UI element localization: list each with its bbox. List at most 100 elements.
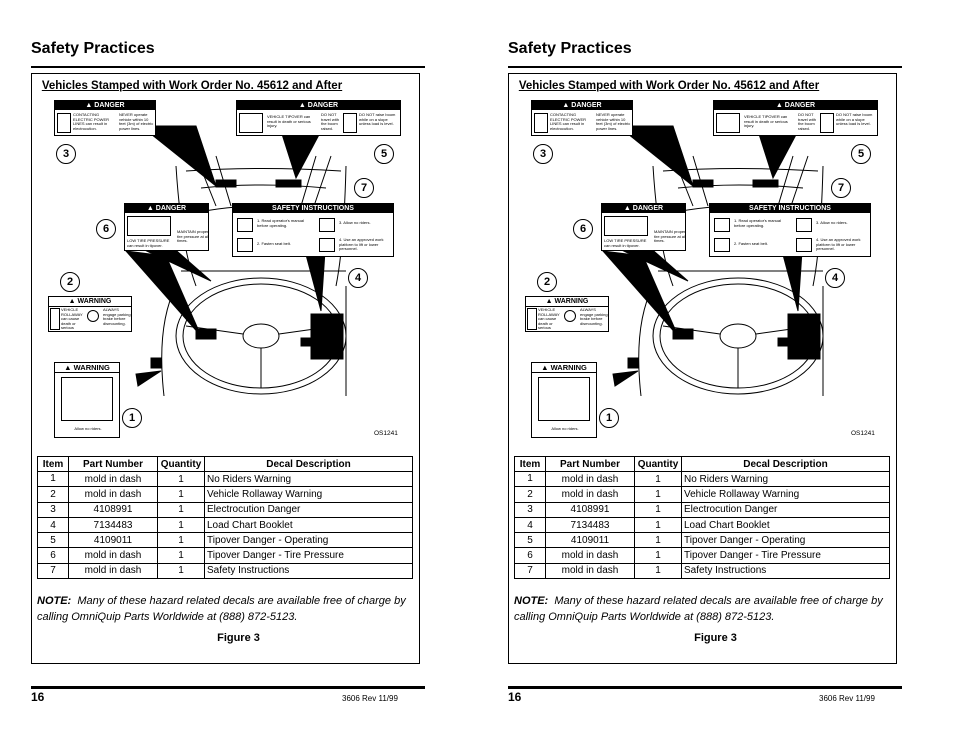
cell-qty: 1 [634, 470, 682, 488]
parking-brake-icon [564, 310, 576, 322]
figure-label: Figure 3 [694, 632, 737, 644]
callout-7: 7 [354, 178, 374, 198]
table-header-row: Item Part Number Quantity Decal Descript… [514, 456, 890, 472]
safety-instruction-4: 4. Use an approved work platform to lift… [816, 237, 861, 252]
rollaway-warning-decal: ▲ WARNING VEHICLE ROLLAWAY can cause dea… [48, 296, 132, 332]
danger-label: DANGER [784, 102, 816, 109]
cell-qty: 1 [634, 486, 682, 503]
electrocution-icon [57, 113, 71, 133]
tipover-operating-decal: ▲ DANGER VEHICLE TIPOVER can result in d… [713, 100, 878, 136]
work-platform-icon [796, 238, 812, 252]
footer-rule [508, 686, 902, 689]
tire-maintain: MAINTAIN proper tire pressure at all tim… [177, 229, 209, 244]
electrocution-text: CONTACTING ELECTRIC POWER LINES can resu… [73, 112, 110, 131]
cell-qty: 1 [634, 547, 682, 564]
note-text: Many of these hazard related decals are … [514, 595, 883, 623]
callout-6: 6 [96, 219, 116, 239]
cell-part: mold in dash [545, 562, 635, 580]
cell-part: 7134483 [545, 516, 635, 534]
revision-text: 3606 Rev 11/99 [342, 694, 398, 703]
cell-desc: Vehicle Rollaway Warning [681, 486, 890, 503]
left-page: Safety Practices Vehicles Stamped with W… [31, 40, 425, 704]
cell-desc: Vehicle Rollaway Warning [204, 486, 413, 503]
safety-instructions-decal: SAFETY INSTRUCTIONS 1. Read operator's m… [232, 203, 394, 257]
cell-item: 1 [37, 470, 69, 488]
decal-danger-header: ▲ DANGER [532, 101, 632, 110]
decal-safety-header: SAFETY INSTRUCTIONS [233, 204, 393, 213]
col-item: Item [37, 456, 69, 472]
cell-item: 2 [514, 486, 546, 503]
tipover-donot-raise: DO NOT raise boom while on a slope unles… [359, 112, 396, 127]
rollaway-icon [527, 308, 537, 330]
figure-frame [31, 73, 420, 664]
cell-desc: Electrocution Danger [204, 501, 413, 518]
cell-desc: Tipover Danger - Tire Pressure [204, 547, 413, 564]
warning-label: WARNING [73, 363, 110, 372]
electrocution-danger-decal: ▲ DANGER CONTACTING ELECTRIC POWER LINES… [54, 100, 156, 136]
cell-qty: 1 [157, 470, 205, 488]
page-number: 16 [31, 690, 45, 704]
tipover-icon [239, 113, 263, 133]
cell-item: 7 [514, 562, 546, 580]
cell-item: 2 [37, 486, 69, 503]
figure-subheading: Vehicles Stamped with Work Order No. 456… [518, 80, 820, 92]
cell-desc: Tipover Danger - Operating [681, 532, 890, 549]
callout-3: 3 [533, 144, 553, 164]
cell-part: mold in dash [545, 547, 635, 564]
decal-danger-header: ▲ DANGER [55, 101, 155, 110]
cell-part: 4108991 [68, 501, 158, 518]
low-tire-icon [604, 216, 648, 236]
tipover-icon [716, 113, 740, 133]
note-text: Many of these hazard related decals are … [37, 595, 406, 623]
cell-qty: 1 [634, 562, 682, 580]
rollaway-text: VEHICLE ROLLAWAY can cause death or seri… [61, 307, 83, 331]
cell-part: mold in dash [545, 470, 635, 488]
tipover-text: VEHICLE TIPOVER can result in death or s… [744, 114, 788, 129]
danger-label: DANGER [632, 205, 664, 212]
cell-qty: 1 [157, 516, 205, 534]
col-part-number: Part Number [68, 456, 158, 472]
cell-part: mold in dash [68, 547, 158, 564]
cell-item: 3 [37, 501, 69, 518]
note-paragraph: NOTE: Many of these hazard related decal… [37, 594, 419, 625]
tire-maintain: MAINTAIN proper tire pressure at all tim… [654, 229, 686, 244]
cell-part: mold in dash [68, 562, 158, 580]
cell-qty: 1 [634, 516, 682, 534]
col-quantity: Quantity [157, 456, 205, 472]
cell-item: 5 [37, 532, 69, 549]
cell-desc: Load Chart Booklet [681, 516, 890, 534]
tire-pressure-decal: ▲ DANGER LOW TIRE PRESSURE can result in… [124, 203, 209, 251]
riders-caption: Allow no riders. [551, 426, 579, 431]
decal-danger-header: ▲ DANGER [125, 204, 208, 213]
rollaway-always-text: ALWAYS engage parking brake before dismo… [103, 307, 131, 326]
tipover-operating-decal: ▲ DANGER VEHICLE TIPOVER can result in d… [236, 100, 401, 136]
boom-icon [343, 113, 357, 133]
cell-item: 5 [514, 532, 546, 549]
figure-subheading: Vehicles Stamped with Work Order No. 456… [41, 80, 343, 92]
col-decal-description: Decal Description [681, 456, 890, 472]
callout-7: 7 [831, 178, 851, 198]
no-riders-decal: ▲ WARNING Allow no riders. [531, 362, 597, 438]
tire-pressure-decal: ▲ DANGER LOW TIRE PRESSURE can result in… [601, 203, 686, 251]
revision-text: 3606 Rev 11/99 [819, 694, 875, 703]
callout-1: 1 [122, 408, 142, 428]
col-quantity: Quantity [634, 456, 682, 472]
decal-warning-header: ▲ WARNING [532, 363, 596, 373]
warning-label: WARNING [77, 298, 112, 305]
safety-instructions-decal: SAFETY INSTRUCTIONS 1. Read operator's m… [709, 203, 871, 257]
cell-item: 7 [37, 562, 69, 580]
safety-instruction-1: 1. Read operator's manual before operati… [734, 218, 782, 228]
tire-caption: LOW TIRE PRESSURE can result in tipover. [604, 238, 647, 248]
no-riders-icon [796, 218, 812, 232]
cell-item: 6 [37, 547, 69, 564]
tipover-donot-travel: DO NOT travel with the boom raised. [798, 112, 817, 131]
cell-part: mold in dash [545, 486, 635, 503]
note-paragraph: NOTE: Many of these hazard related decal… [514, 594, 896, 625]
cell-desc: No Riders Warning [681, 470, 890, 488]
cell-part: 7134483 [68, 516, 158, 534]
